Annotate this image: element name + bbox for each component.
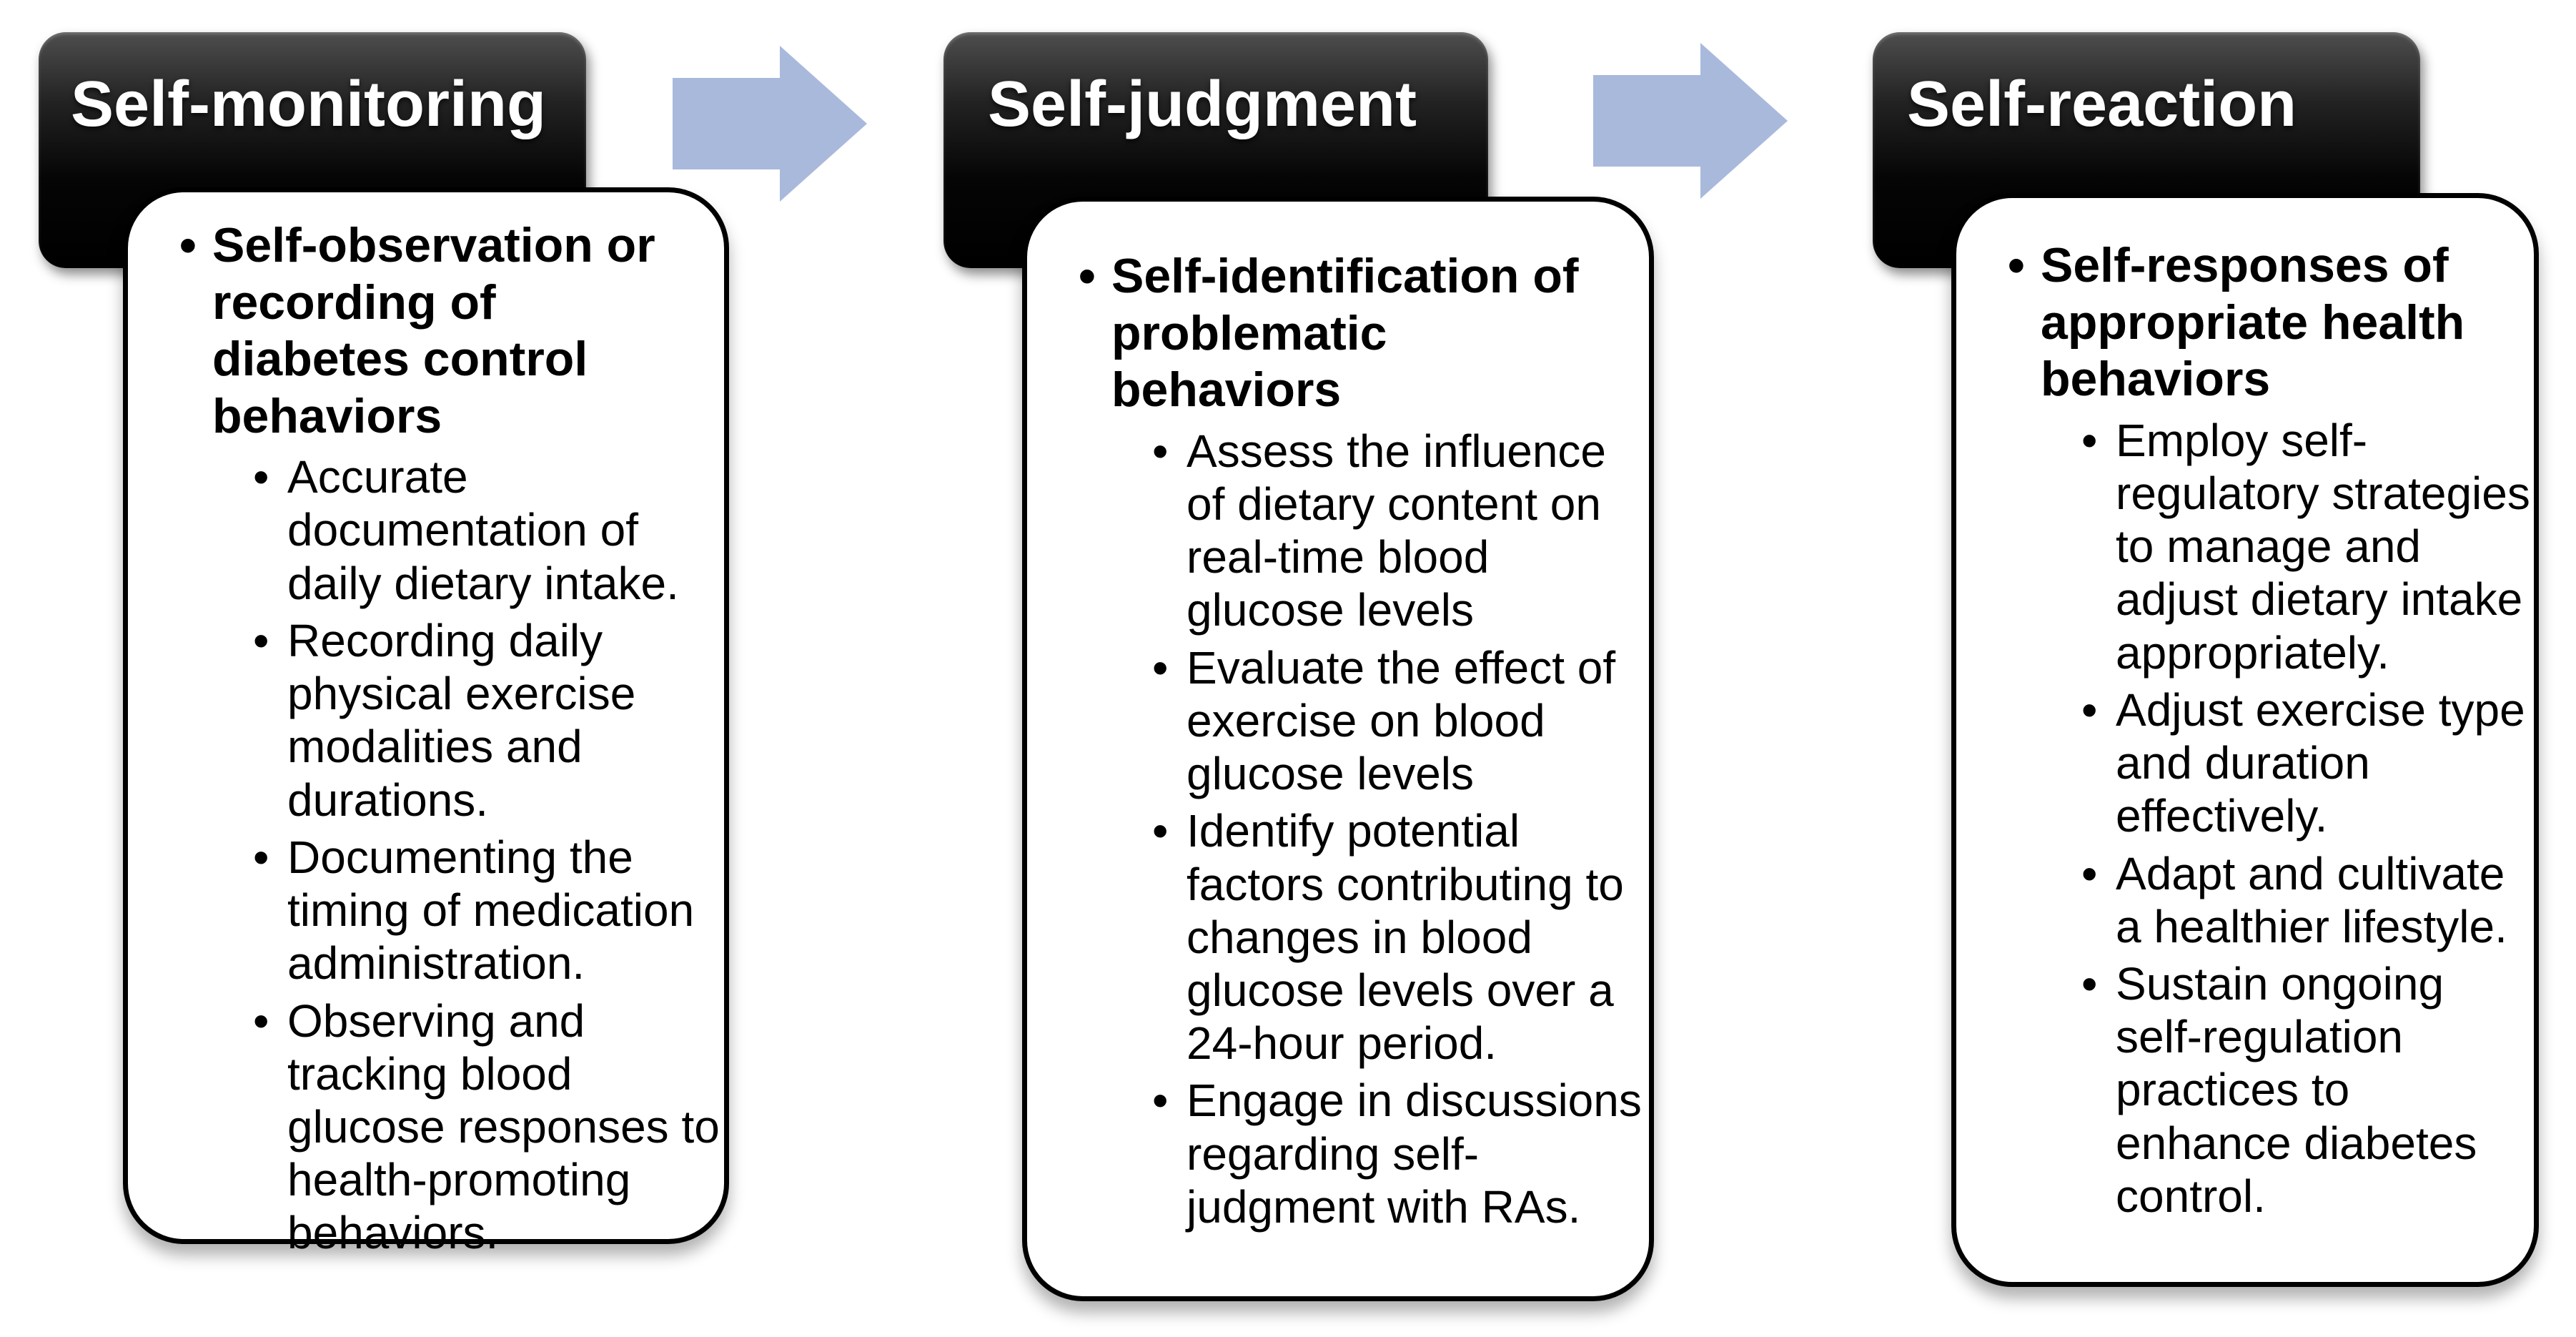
main-bullet: Self-observation or recording of diabete… xyxy=(178,217,724,1260)
stage-header-label: Self-judgment xyxy=(988,69,1417,140)
sub-bullet: Adjust exercise type and duration effect… xyxy=(2080,684,2534,843)
stage-card-self-monitoring: Self-observation or recording of diabete… xyxy=(123,187,729,1258)
main-bullet-text: Self-responses of appropriate health beh… xyxy=(2041,238,2465,407)
bullet-list: Self-identification of problematic behav… xyxy=(1077,248,1649,1233)
sub-bullet: Engage in discussions regarding self-jud… xyxy=(1151,1074,1649,1233)
bullet-list: Self-observation or recording of diabete… xyxy=(178,217,724,1260)
sub-bullet: Employ self-regulatory strategies to man… xyxy=(2080,414,2534,679)
sub-bullet: Sustain ongoing self-regulation practice… xyxy=(2080,957,2534,1223)
flow-arrow-icon xyxy=(673,46,867,202)
sub-bullet: Assess the influence of dietary content … xyxy=(1151,425,1649,637)
stage-card-self-judgment: Self-identification of problematic behav… xyxy=(1022,197,1654,1301)
sub-bullet: Adapt and cultivate a healthier lifestyl… xyxy=(2080,847,2534,953)
sub-bullet-list: Employ self-regulatory strategies to man… xyxy=(2080,414,2534,1223)
bullet-list: Self-responses of appropriate health beh… xyxy=(2006,237,2534,1223)
stage-header-label: Self-monitoring xyxy=(71,69,546,140)
flow-arrow-icon xyxy=(1593,43,1788,199)
main-bullet: Self-responses of appropriate health beh… xyxy=(2006,237,2534,1223)
sub-bullet: Observing and tracking blood glucose res… xyxy=(252,995,724,1260)
sub-bullet-list: Assess the influence of dietary content … xyxy=(1151,425,1649,1234)
sub-bullet: Documenting the timing of medication adm… xyxy=(252,831,724,990)
sub-bullet-list: Accurate documentation of daily dietary … xyxy=(252,450,724,1260)
stage-card-self-reaction: Self-responses of appropriate health beh… xyxy=(1951,193,2539,1287)
main-bullet: Self-identification of problematic behav… xyxy=(1077,248,1649,1233)
flow-arrow-shape xyxy=(1593,43,1788,199)
main-bullet-text: Self-observation or recording of diabete… xyxy=(212,218,655,443)
stage-header-label: Self-reaction xyxy=(1907,69,2297,140)
flow-arrow-shape xyxy=(673,46,867,202)
sub-bullet: Accurate documentation of daily dietary … xyxy=(252,450,724,610)
sub-bullet: Recording daily physical exercise modali… xyxy=(252,614,724,827)
sub-bullet: Evaluate the effect of exercise on blood… xyxy=(1151,641,1649,801)
main-bullet-text: Self-identification of problematic behav… xyxy=(1111,249,1579,418)
sub-bullet: Identify potential factors contributing … xyxy=(1151,804,1649,1070)
